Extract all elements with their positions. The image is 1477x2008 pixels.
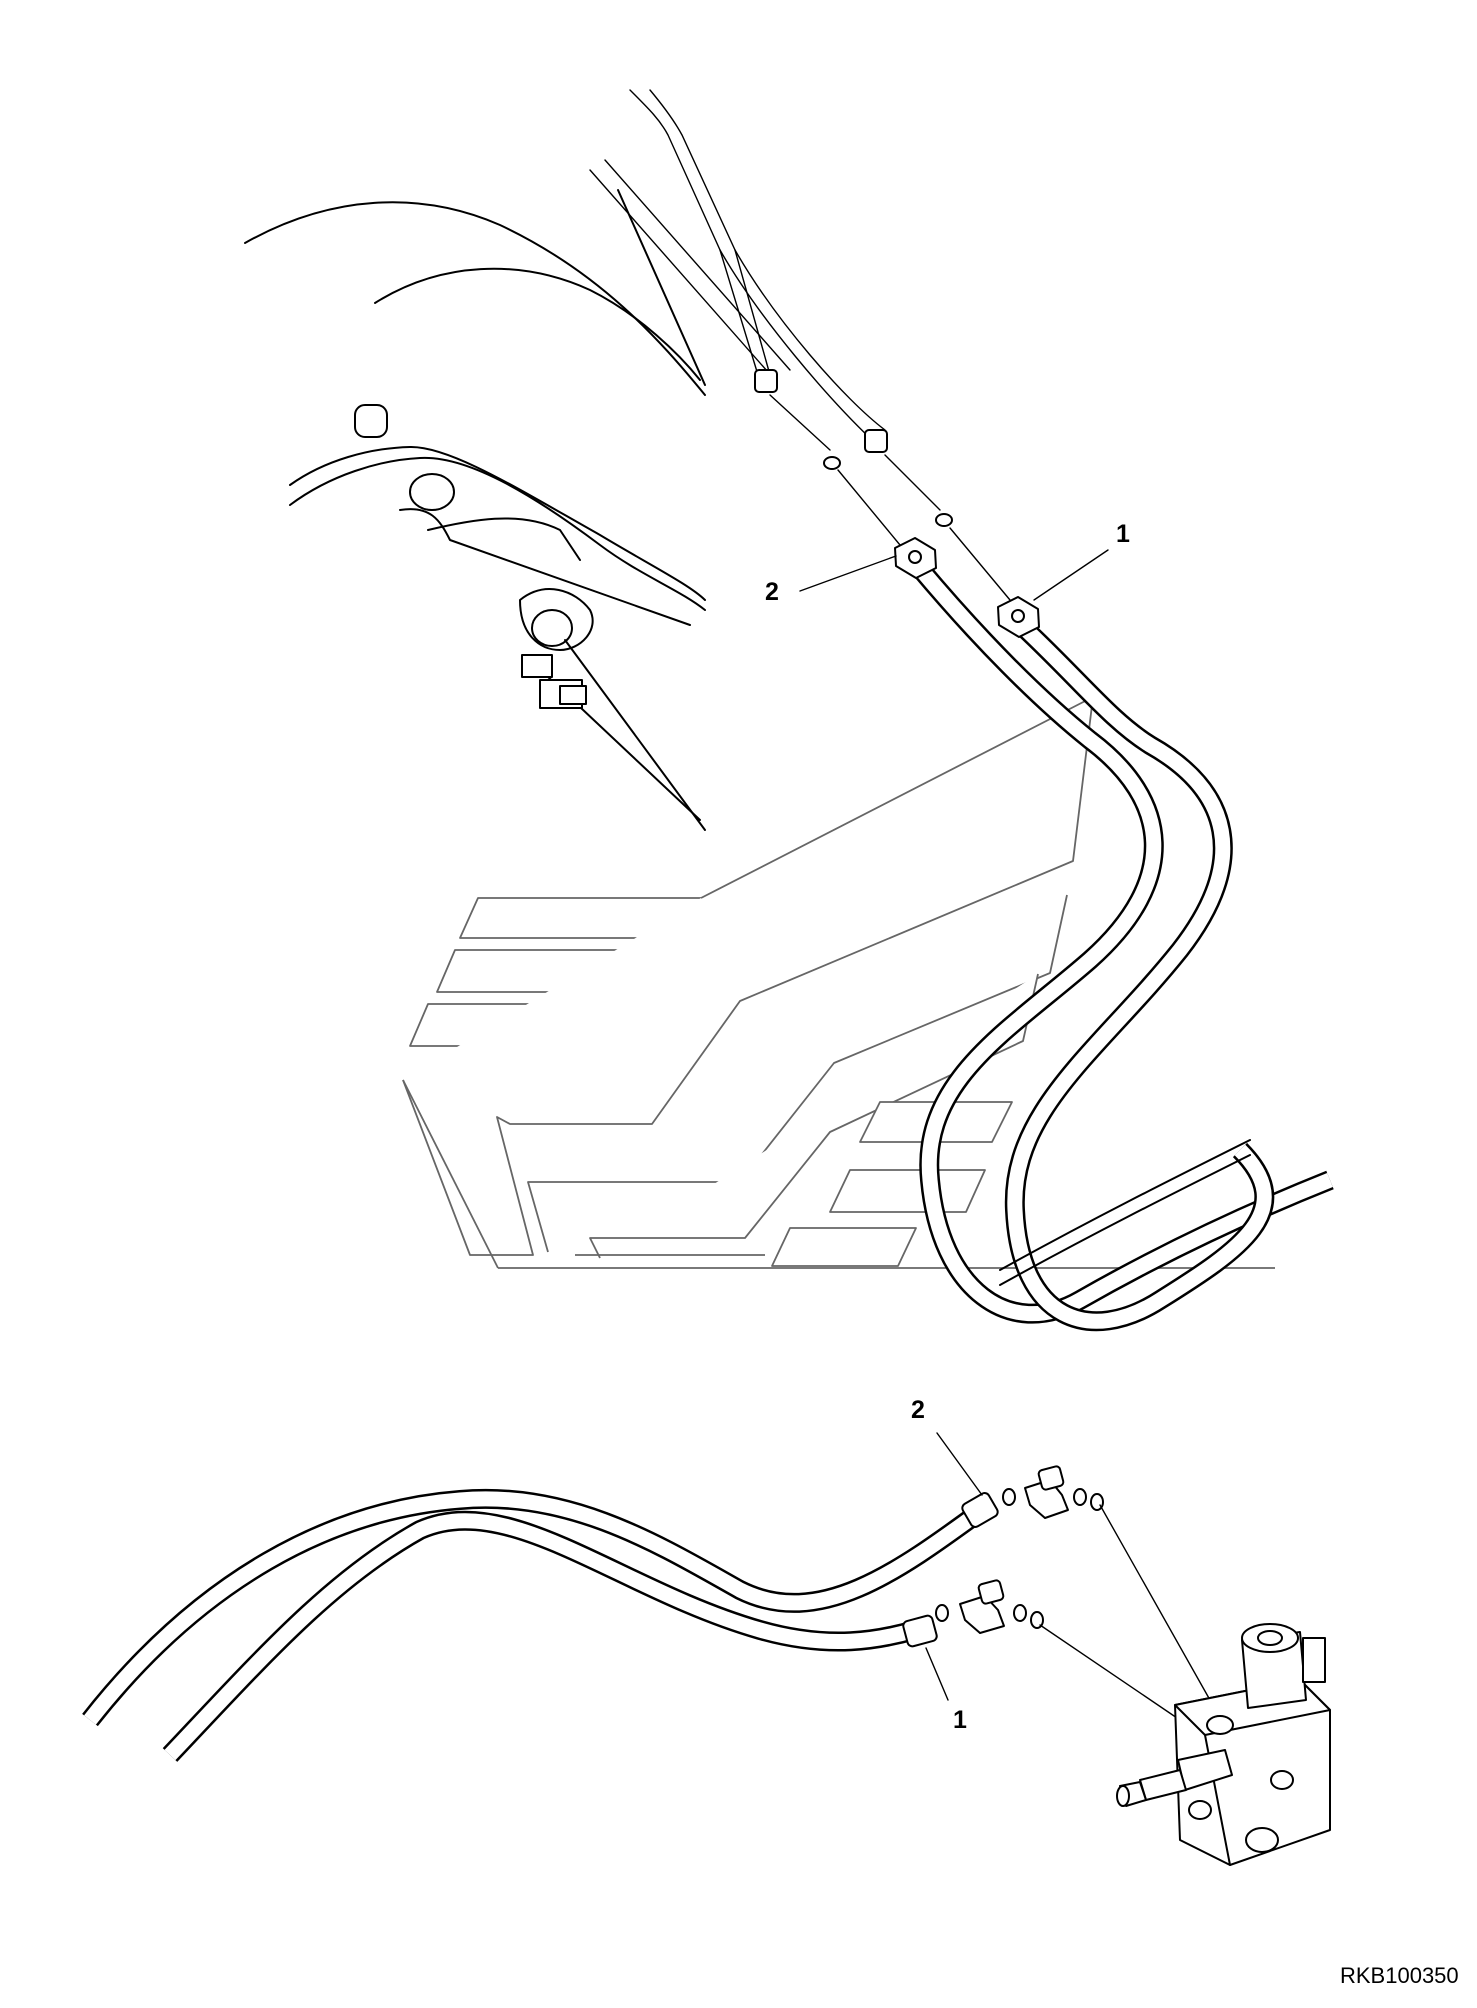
elbow-adapters xyxy=(935,1465,1104,1634)
upper-hose-fitting-1 xyxy=(997,596,1040,638)
lower-hose-fitting-2 xyxy=(961,1492,999,1528)
valve-block xyxy=(1039,1504,1331,1866)
lower-leader-1 xyxy=(925,1647,949,1701)
upper-leader-1 xyxy=(1033,549,1109,601)
lower-hose-pair xyxy=(82,1488,999,1762)
machine-body-outline xyxy=(244,189,706,831)
rigid-tubes xyxy=(589,89,1011,601)
lower-leader-2 xyxy=(936,1432,983,1496)
callout-upper-2: 2 xyxy=(765,578,779,606)
upper-hose-fitting-2 xyxy=(894,537,937,579)
callout-lower-2: 2 xyxy=(911,1396,925,1424)
upper-hose-pair xyxy=(894,537,1334,1332)
callout-upper-1: 1 xyxy=(1116,520,1130,548)
drawing-number: RKB100350 xyxy=(1340,1963,1459,1988)
callout-lower-1: 1 xyxy=(953,1706,967,1734)
upper-leader-2 xyxy=(799,555,897,592)
lower-hose-fitting-1 xyxy=(902,1614,938,1648)
